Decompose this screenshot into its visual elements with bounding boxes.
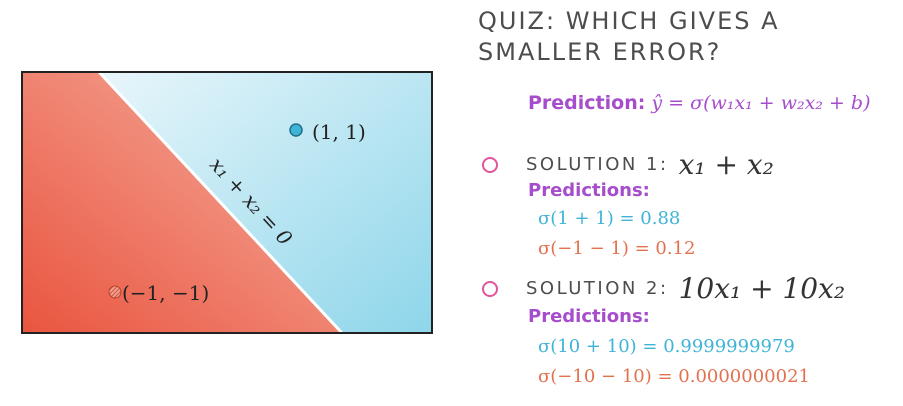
solution-2-option[interactable]: SOLUTION 2: 10x₁ + 10x₂ [482, 272, 845, 305]
quiz-title-line-2: SMALLER ERROR? [478, 38, 722, 66]
solution-2-expression: 10x₁ + 10x₂ [678, 272, 846, 305]
solution-2-prediction-negative: σ(−10 − 10) = 0.0000000021 [538, 366, 810, 387]
point-positive-label: (1, 1) [312, 120, 366, 144]
solution-1-prediction-negative: σ(−1 − 1) = 0.12 [538, 238, 696, 259]
point-negative-marker [108, 285, 122, 299]
radio-circle-icon[interactable] [482, 156, 498, 173]
decision-boundary [97, 70, 344, 335]
solution-2-predictions-label: Predictions: [528, 306, 650, 327]
point-negative-label: (−1, −1) [122, 281, 209, 305]
prediction-label: Prediction: [528, 92, 646, 114]
diagram-frame [21, 70, 433, 335]
solution-1-option[interactable]: SOLUTION 1: x₁ + x₂ [482, 148, 774, 181]
solution-1-predictions-label: Predictions: [528, 180, 650, 201]
diagram-border [21, 71, 433, 334]
quiz-title: QUIZ: WHICH GIVES A SMALLER ERROR? [478, 6, 780, 68]
solution-1-prediction-positive: σ(1 + 1) = 0.88 [538, 208, 681, 229]
solution-2-label: SOLUTION 2: [526, 278, 669, 299]
negative-region [22, 72, 342, 333]
point-positive-marker [289, 123, 303, 137]
prediction-formula-row: Prediction: ŷ = σ(w₁x₁ + w₂x₂ + b) [528, 92, 871, 114]
solution-1-label: SOLUTION 1: [526, 154, 669, 175]
radio-circle-icon[interactable] [482, 280, 498, 297]
positive-region [99, 72, 432, 333]
classification-diagram: x₁ + x₂ = 0 (1, 1) (−1, −1) [21, 70, 433, 335]
solution-1-expression: x₁ + x₂ [678, 148, 774, 181]
quiz-title-line-1: QUIZ: WHICH GIVES A [478, 7, 780, 35]
solution-2-prediction-positive: σ(10 + 10) = 0.9999999979 [538, 336, 795, 357]
prediction-formula: ŷ = σ(w₁x₁ + w₂x₂ + b) [651, 92, 871, 114]
